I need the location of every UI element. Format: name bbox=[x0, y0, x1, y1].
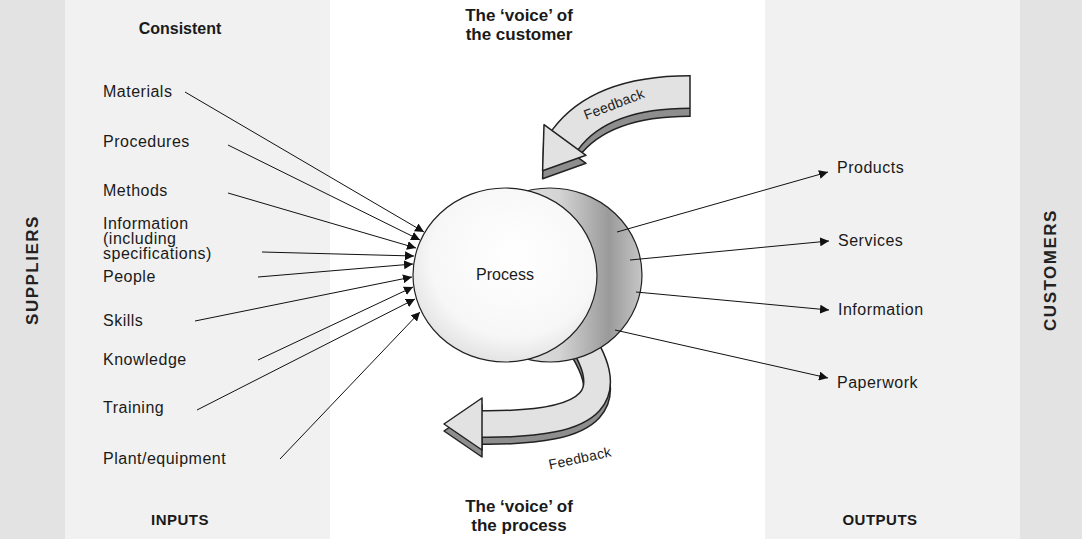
customer-band: CUSTOMERS bbox=[1020, 0, 1082, 539]
output-arrow bbox=[636, 292, 829, 310]
supplier-band: SUPPLIERS bbox=[0, 0, 65, 539]
input-label: Methods bbox=[103, 182, 168, 200]
feedback-arrow bbox=[543, 75, 690, 179]
input-arrows bbox=[185, 92, 424, 459]
input-arrow bbox=[280, 312, 420, 459]
input-arrow bbox=[185, 92, 424, 232]
input-arrow bbox=[258, 264, 413, 277]
arrow-head-side bbox=[543, 133, 586, 179]
feedback-label: Feedback bbox=[547, 443, 613, 474]
panel-heading: Consistent bbox=[139, 20, 222, 38]
panel-footer: INPUTS bbox=[151, 511, 209, 528]
panel-footer: OUTPUTS bbox=[842, 511, 917, 528]
process-ellipse bbox=[413, 188, 597, 362]
arrow-head bbox=[543, 125, 586, 171]
input-arrow bbox=[195, 277, 412, 321]
input-arrow bbox=[262, 252, 414, 256]
output-label: Services bbox=[838, 232, 903, 250]
input-label: Information (including specifications) bbox=[103, 216, 228, 261]
input-arrow bbox=[258, 287, 413, 360]
input-label: Plant/equipment bbox=[103, 450, 226, 468]
output-label: Products bbox=[837, 159, 904, 177]
output-label: Paperwork bbox=[837, 374, 918, 392]
band-title: SUPPLIERS bbox=[23, 215, 43, 325]
input-label: Knowledge bbox=[103, 351, 187, 369]
voice-heading: The ‘voice’ of the process bbox=[457, 497, 582, 535]
feedback-label: Feedback bbox=[581, 84, 647, 124]
input-arrow bbox=[228, 145, 420, 240]
output-arrow bbox=[617, 172, 828, 232]
output-arrow bbox=[615, 330, 828, 378]
arrow-end bbox=[689, 75, 691, 117]
arrow-head-side bbox=[444, 405, 482, 457]
process-label: Process bbox=[476, 266, 534, 284]
output-panel: OUTPUTS bbox=[765, 0, 1020, 539]
output-label: Information bbox=[838, 301, 924, 319]
band-title: CUSTOMERS bbox=[1041, 209, 1061, 331]
process-circle: Process bbox=[412, 187, 598, 363]
input-arrow bbox=[197, 299, 415, 410]
output-arrows bbox=[615, 172, 829, 378]
input-label: Materials bbox=[103, 83, 172, 101]
arrow-head bbox=[444, 398, 482, 450]
output-arrow bbox=[630, 241, 829, 260]
input-label: Procedures bbox=[103, 133, 190, 151]
input-label: Skills bbox=[103, 312, 143, 330]
input-label: Training bbox=[103, 399, 164, 417]
input-label: People bbox=[103, 268, 156, 286]
voice-heading: The ‘voice’ of the customer bbox=[457, 6, 582, 44]
input-arrow bbox=[228, 193, 416, 248]
